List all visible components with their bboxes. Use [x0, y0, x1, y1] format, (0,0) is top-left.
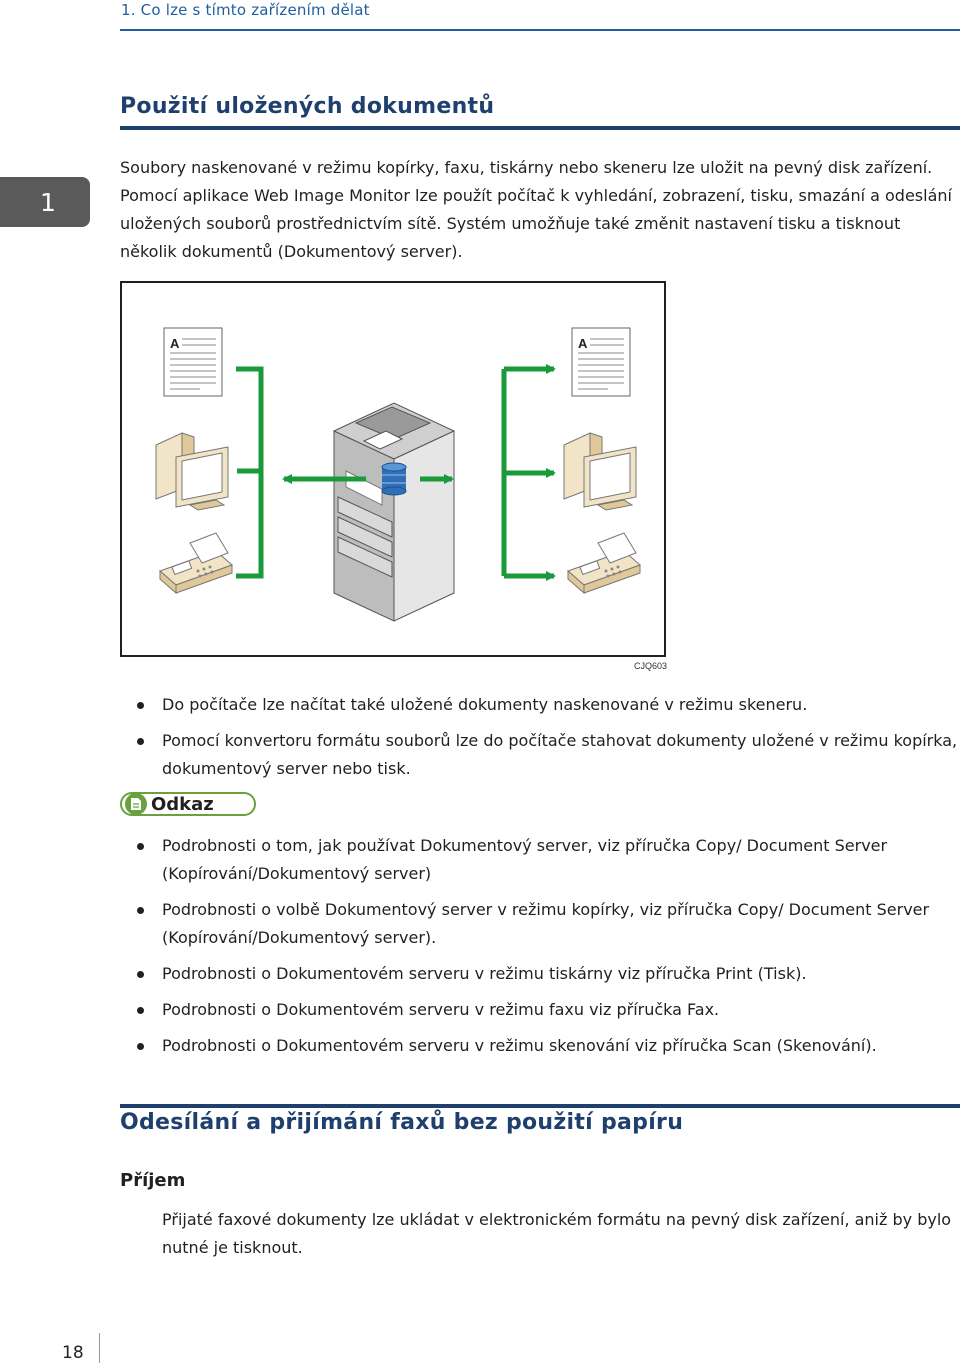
subsection-paragraph: Přijaté faxové dokumenty lze ukládat v e… — [162, 1210, 952, 1257]
list-item-text: Pomocí konvertoru formátu souborů lze do… — [162, 731, 958, 778]
arrow-icon — [236, 364, 556, 581]
intro-paragraph: Soubory naskenované v režimu kopírky, fa… — [120, 158, 952, 261]
section-title: Odesílání a přijímání faxů bez použití p… — [120, 1110, 684, 1135]
doc-letter-right: A — [578, 336, 588, 351]
page-number-rule — [99, 1333, 100, 1363]
bullet-icon — [137, 843, 144, 850]
running-header: 1. Co lze s tímto zařízením dělat — [121, 1, 370, 19]
bullet-icon — [137, 1043, 144, 1050]
bullet-icon — [137, 1007, 144, 1014]
section-rule — [120, 1104, 960, 1108]
document-server-figure: A A — [120, 281, 666, 657]
list-item: Podrobnosti o Dokumentovém serveru v rež… — [120, 996, 960, 1024]
list-item: Podrobnosti o Dokumentovém serveru v rež… — [120, 960, 960, 988]
reference-bullets: Podrobnosti o tom, jak používat Dokument… — [120, 832, 960, 1068]
section-rule — [120, 126, 960, 130]
figure-code: CJQ603 — [634, 661, 668, 671]
note-label: Odkaz — [151, 793, 214, 815]
feature-bullets: Do počítače lze načítat také uložené dok… — [120, 691, 960, 791]
hard-disk-icon — [381, 462, 407, 496]
document-icon: A — [163, 327, 223, 397]
document-icon: A — [571, 327, 631, 397]
list-item: Podrobnosti o volbě Dokumentový server v… — [120, 896, 960, 952]
list-item-text: Podrobnosti o Dokumentovém serveru v rež… — [162, 1036, 877, 1055]
bullet-icon — [137, 738, 144, 745]
list-item-text: Do počítače lze načítat také uložené dok… — [162, 695, 808, 714]
list-item-text: Podrobnosti o Dokumentovém serveru v rež… — [162, 1000, 720, 1019]
list-item: Podrobnosti o tom, jak používat Dokument… — [120, 832, 960, 888]
chapter-number: 1 — [40, 187, 56, 217]
list-item-text: Podrobnosti o tom, jak používat Dokument… — [162, 836, 888, 883]
header-rule — [120, 29, 960, 31]
list-item: Podrobnosti o Dokumentovém serveru v rež… — [120, 1032, 960, 1060]
list-item-text: Podrobnosti o Dokumentovém serveru v rež… — [162, 964, 807, 983]
bullet-icon — [137, 971, 144, 978]
note-icon — [125, 793, 147, 815]
list-item-text: Podrobnosti o volbě Dokumentový server v… — [162, 900, 930, 947]
section-title: Použití uložených dokumentů — [120, 94, 495, 119]
fax-icon — [567, 532, 641, 595]
figure-frame — [120, 281, 666, 657]
chapter-tab: 1 — [0, 177, 90, 227]
reference-note-box: Odkaz — [120, 792, 256, 816]
doc-letter-left: A — [170, 336, 180, 351]
page-number: 18 — [62, 1343, 84, 1363]
figure-illustration: A A — [120, 281, 666, 657]
list-item: Pomocí konvertoru formátu souborů lze do… — [120, 727, 960, 783]
copier-icon — [332, 402, 456, 622]
computer-icon — [563, 432, 637, 511]
bullet-icon — [137, 702, 144, 709]
list-item: Do počítače lze načítat také uložené dok… — [120, 691, 960, 719]
bullet-icon — [137, 907, 144, 914]
computer-icon — [155, 432, 229, 511]
fax-icon — [159, 532, 233, 595]
subsection-title: Příjem — [120, 1170, 186, 1191]
